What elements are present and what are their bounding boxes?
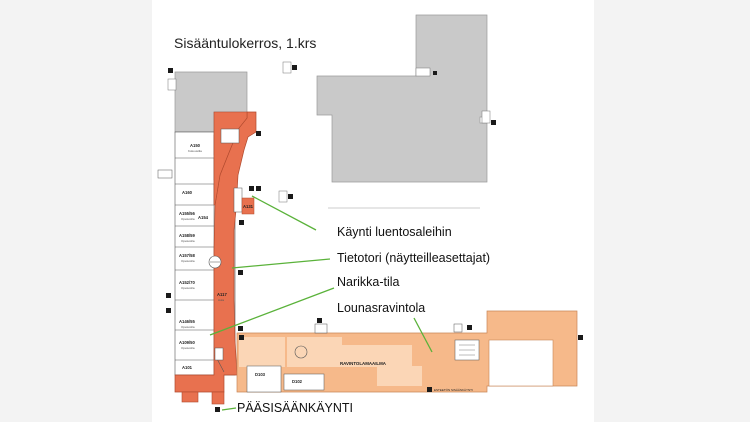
floor-title: Sisääntulokerros, 1.krs <box>174 35 316 51</box>
room-a150-sub: Kokoustila <box>188 149 202 153</box>
leader-cloakroom <box>209 287 335 336</box>
room-a109-50: A109/50 <box>179 340 196 345</box>
main-lobby: A131 A117 Aula <box>157 111 261 412</box>
kitchen-block <box>488 339 554 387</box>
room-a150: A150 <box>190 143 201 148</box>
room-a157-58-sub: Opetustila <box>181 259 195 263</box>
leader-lecture-halls <box>251 195 317 231</box>
room-a152-70-sub: Opetustila <box>181 286 195 290</box>
room-a158-59-sub: Opetustila <box>181 239 195 243</box>
entrance-marker <box>215 407 220 412</box>
accessible-entrance-label: ESTEETÖN SISÄÄNKÄYNTI <box>434 388 473 392</box>
floor-plan-map: Sisääntulokerros, 1.krs A <box>157 14 583 415</box>
neighbouring-building <box>316 14 496 183</box>
room-a152-70: A152/70 <box>179 280 196 285</box>
round-table <box>294 345 308 359</box>
leader-lunch-restaurant <box>413 317 433 353</box>
callout-main-entrance: PÄÄSISÄÄNKÄYNTI <box>237 401 353 415</box>
leader-main-entrance <box>221 407 237 411</box>
room-a117: A117 <box>217 292 227 297</box>
room-a160: A160 <box>182 190 193 195</box>
room-a155-56-sub: Opetustila <box>181 217 195 221</box>
callout-info-desk: Tietotori (näytteilleasettajat) <box>337 251 490 265</box>
room-a109-50-sub: Opetustila <box>181 346 195 350</box>
restaurant-area: D103 D102 RAVINTOLAMAAILMA ESTEETÖN SISÄ… <box>236 310 583 393</box>
elevator-icon <box>433 71 437 75</box>
room-a146-55-sub: Opetustila <box>181 325 195 329</box>
room-a117-sub: Aula <box>218 298 224 302</box>
room-a155-56: A155/56 <box>179 211 196 216</box>
room-a131: A131 <box>243 204 254 209</box>
room-d102: D102 <box>292 379 303 384</box>
leader-info-desk <box>231 258 331 269</box>
callout-cloakroom: Narikka-tila <box>337 275 400 289</box>
floor-plan-sheet: Sisääntulokerros, 1.krs A <box>152 0 594 422</box>
room-a146-55: A146/55 <box>179 319 196 324</box>
room-a101: A101 <box>182 365 193 370</box>
room-a158-59: A158/59 <box>179 233 196 238</box>
room-a154: A154 <box>198 215 209 220</box>
restaurant-hall-label: RAVINTOLAMAAILMA <box>340 361 387 366</box>
callout-lecture-halls: Käynti luentosaleihin <box>337 225 452 239</box>
callout-lunch-restaurant: Lounasravintola <box>337 301 425 315</box>
elevator-icon <box>491 120 496 125</box>
stair-kiosk <box>278 61 297 203</box>
callout-leaders <box>209 195 433 411</box>
room-d103: D103 <box>255 372 266 377</box>
room-a157-58: A157/58 <box>179 253 196 258</box>
